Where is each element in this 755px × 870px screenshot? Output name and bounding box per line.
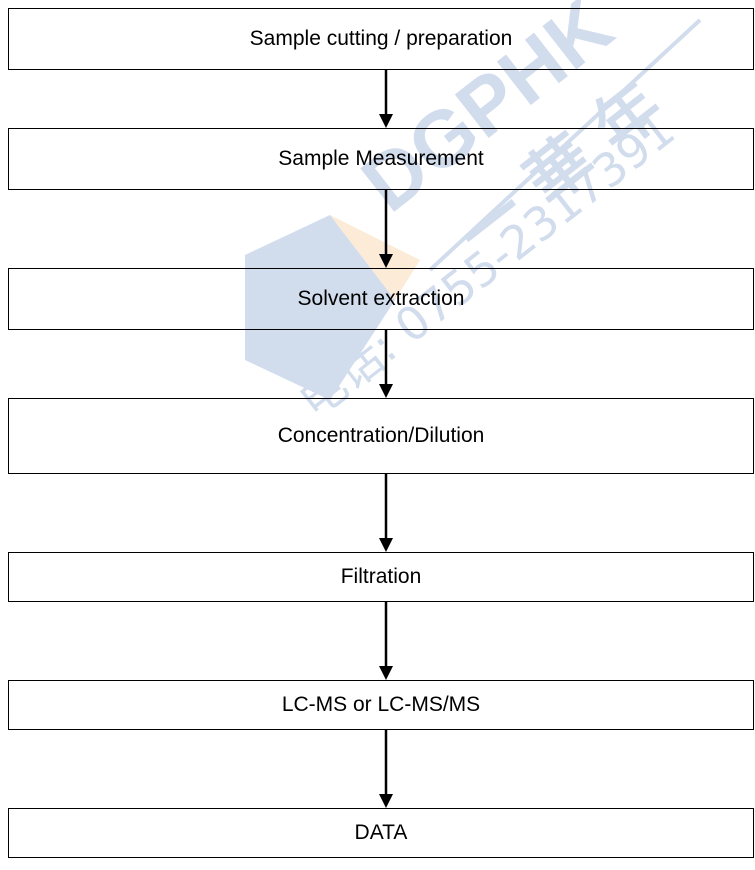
- step-label: Filtration: [340, 565, 422, 588]
- arrow-6: [379, 730, 393, 808]
- step-sample-measurement: Sample Measurement: [8, 128, 754, 190]
- step-lc-ms: LC-MS or LC-MS/MS: [8, 680, 754, 730]
- step-solvent-extraction: Solvent extraction: [8, 268, 754, 330]
- step-filtration: Filtration: [8, 552, 754, 602]
- step-concentration-dilution: Concentration/Dilution: [8, 398, 754, 474]
- step-sample-cutting: Sample cutting / preparation: [8, 8, 754, 70]
- arrow-5: [379, 602, 393, 680]
- step-label: Solvent extraction: [297, 287, 465, 310]
- arrow-2: [379, 190, 393, 268]
- arrow-1: [379, 70, 393, 128]
- arrow-3: [379, 330, 393, 398]
- step-label: LC-MS or LC-MS/MS: [281, 693, 481, 716]
- step-label: Sample Measurement: [278, 147, 484, 170]
- step-label: Sample cutting / preparation: [249, 27, 513, 50]
- step-data: DATA: [8, 808, 754, 858]
- step-label: Concentration/Dilution: [277, 424, 485, 447]
- arrow-4: [379, 474, 393, 552]
- step-label: DATA: [354, 821, 408, 844]
